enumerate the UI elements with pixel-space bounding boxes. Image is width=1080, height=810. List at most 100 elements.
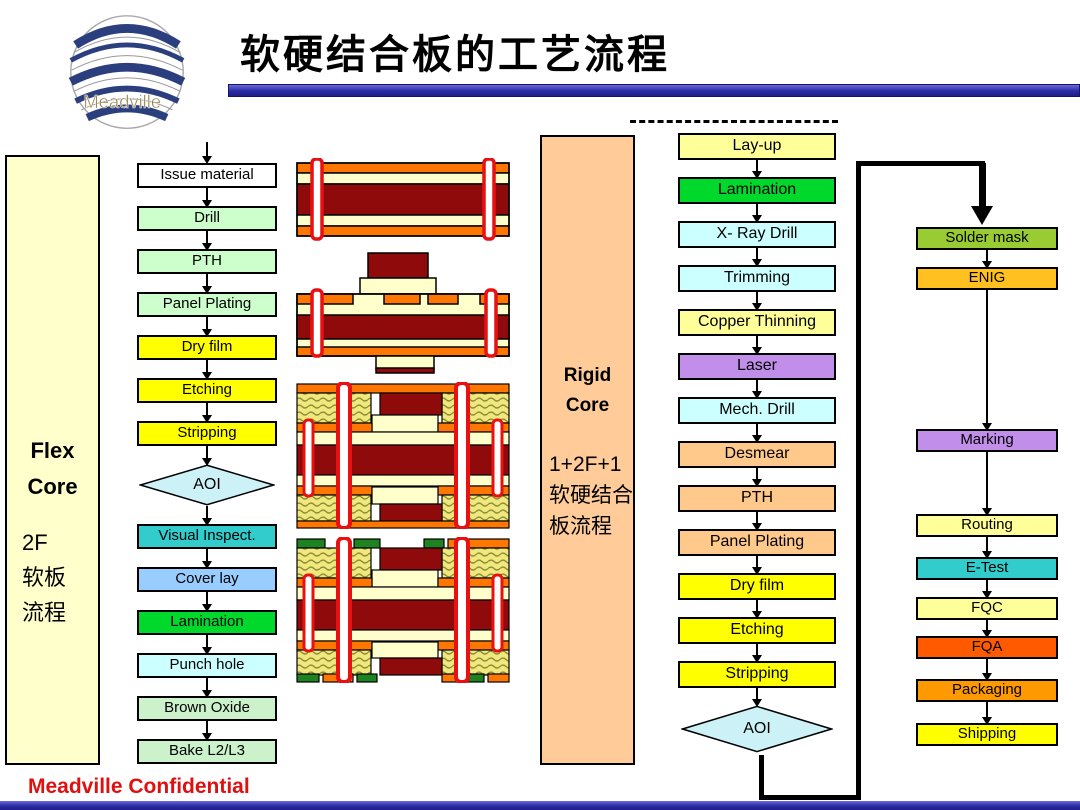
flow-step-lay-up: Lay-up: [678, 133, 836, 160]
flow-arrow: [986, 702, 988, 723]
flow-arrow: [986, 580, 988, 597]
rigid-core-subtitle: 1+2F+1 软硬结合 板流程: [542, 449, 633, 542]
flow-arrow: [756, 424, 758, 441]
rigid-core-sub-line: 板流程: [549, 515, 612, 538]
flow-arrow: [986, 620, 988, 636]
via-hole: [484, 288, 498, 358]
flow-arrow: [206, 592, 208, 610]
via-hole: [310, 158, 324, 241]
flow-arrow: [206, 678, 208, 696]
flow-step-trimming: Trimming: [678, 265, 836, 292]
board-cross-section-1: [296, 158, 510, 241]
flow-arrow: [756, 248, 758, 265]
bottom-accent-bar: [0, 801, 1080, 810]
via-hole: [310, 288, 324, 358]
rigid-core-sub-line: 软硬结合: [549, 484, 633, 507]
flow-step-e-test: E-Test: [916, 557, 1058, 580]
dashed-connector: [630, 120, 838, 123]
flow-step-visual-inspect: Visual Inspect.: [137, 524, 277, 549]
flow-arrow: [756, 204, 758, 221]
via-hole: [482, 158, 496, 241]
flow-arrow: [756, 556, 758, 573]
flow-step-packaging: Packaging: [916, 679, 1058, 702]
flow-arrow: [756, 512, 758, 529]
confidential-footer: Meadville Confidential: [28, 775, 250, 798]
flow-step-routing: Routing: [916, 514, 1058, 537]
flow-arrow: [206, 231, 208, 249]
flow-step-panel-plating: Panel Plating: [678, 529, 836, 556]
flow-step-shipping: Shipping: [916, 723, 1058, 746]
flow-step-mech-drill: Mech. Drill: [678, 397, 836, 424]
flow-step-drill: Drill: [137, 206, 277, 231]
flow-arrow: [206, 506, 208, 524]
flow-step-lamination: Lamination: [137, 610, 277, 635]
feedback-line-segment: [759, 795, 861, 800]
flow-step-punch-hole: Punch hole: [137, 653, 277, 678]
feedback-arrow-head: [971, 206, 993, 225]
rigid-core-sub-line: 1+2F+1: [549, 453, 622, 476]
feedback-line-segment: [856, 161, 985, 166]
flow-step-etching: Etching: [137, 378, 277, 403]
logo-text: Meadville: [83, 91, 161, 112]
flow-step-pth: PTH: [678, 485, 836, 512]
via-hole: [454, 537, 470, 683]
via-hole: [302, 418, 315, 498]
flow-step-etching: Etching: [678, 617, 836, 644]
flow-arrow: [206, 317, 208, 335]
rigid-core-title-line: Core: [565, 395, 610, 416]
flex-core-sub-line: 软板: [22, 565, 67, 590]
flow-step-brown-oxide: Brown Oxide: [137, 696, 277, 721]
feedback-line-segment: [856, 161, 861, 800]
flex-core-title: Flex Core: [7, 433, 98, 505]
flow-step-stripping: Stripping: [678, 661, 836, 688]
flow-arrow: [756, 292, 758, 309]
flow-step-marking: Marking: [916, 429, 1058, 452]
board-cross-section-3: [296, 382, 510, 529]
flow-arrow: [986, 250, 988, 267]
flow-arrow: [756, 160, 758, 177]
flow-step-fqa: FQA: [916, 636, 1058, 659]
flow-step-dry-film: Dry film: [678, 573, 836, 600]
flex-core-sub-line: 2F: [22, 530, 48, 555]
flow-arrow: [756, 644, 758, 661]
flow-arrow: [756, 380, 758, 397]
flow-step-issue-material: Issue material: [137, 163, 277, 188]
flow-step-laser: Laser: [678, 353, 836, 380]
flex-core-sub-line: 流程: [22, 600, 67, 625]
flow-arrow: [986, 290, 988, 429]
flex-core-sidebar: Flex Core 2F 软板 流程: [5, 155, 100, 765]
feedback-line-segment: [759, 755, 764, 800]
flow-step-enig: ENIG: [916, 267, 1058, 290]
flow-arrow: [206, 360, 208, 378]
via-hole: [454, 382, 470, 529]
flow-step-fqc: FQC: [916, 597, 1058, 620]
flow-step-pth: PTH: [137, 249, 277, 274]
flow-arrow: [986, 537, 988, 557]
flex-core-title-line: Core: [27, 474, 78, 499]
rigid-core-sidebar: Rigid Core 1+2F+1 软硬结合 板流程: [540, 135, 635, 765]
flow-arrow: [206, 721, 208, 739]
flow-step-panel-plating: Panel Plating: [137, 292, 277, 317]
flow-step-dry-film: Dry film: [137, 335, 277, 360]
meadville-logo: Meadville: [68, 15, 186, 130]
page-title: 软硬结合板的工艺流程: [240, 33, 670, 77]
flex-core-title-line: Flex: [30, 438, 75, 463]
flow-arrow: [206, 635, 208, 653]
via-hole: [302, 573, 315, 653]
flow-arrow: [756, 600, 758, 617]
flow-step-cover-lay: Cover lay: [137, 567, 277, 592]
via-hole: [491, 418, 504, 498]
flow-step-copper-thinning: Copper Thinning: [678, 309, 836, 336]
flow-arrow: [756, 468, 758, 485]
flex-core-subtitle: 2F 软板 流程: [7, 525, 98, 630]
flow-arrow: [206, 274, 208, 292]
flow-arrow: [206, 142, 208, 162]
via-hole: [336, 537, 352, 683]
board-cross-section-4: [296, 537, 510, 683]
flow-step-aoi: AOI: [681, 705, 833, 753]
flow-step-bake-l2-l3: Bake L2/L3: [137, 739, 277, 764]
